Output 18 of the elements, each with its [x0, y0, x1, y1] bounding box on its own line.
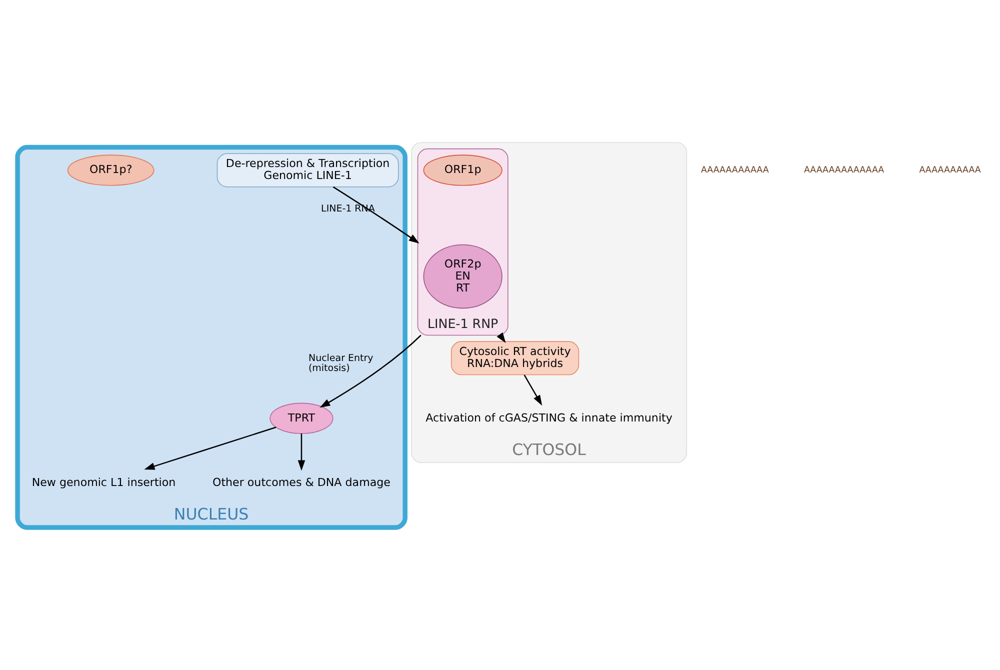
arrow [144, 426, 276, 470]
label: AAAAAAAAAA [919, 165, 981, 176]
node-text: Other outcomes & DNA damage [212, 476, 390, 490]
edge-label: Nuclear Entry (mitosis) [308, 352, 374, 374]
node-ellipse: ORF2p EN RT [423, 244, 502, 309]
node-box: Cytosolic RT activity RNA:DNA hybrids [450, 341, 580, 376]
label: AAAAAAAAAAA [701, 165, 769, 176]
label: AAAAAAAAAAAAA [804, 165, 884, 176]
arrow [298, 434, 306, 471]
node-ellipse: TPRT [270, 402, 334, 434]
node-ellipse: ORF1p [423, 154, 502, 186]
node-text: New genomic L1 insertion [32, 476, 176, 490]
arrow [332, 186, 420, 244]
node-text: Activation of cGAS/STING & innate immunity [426, 411, 672, 424]
node-ellipse: ORF1p? [67, 154, 154, 186]
arrow [320, 334, 422, 408]
node-box: De-repression & Transcription Genomic LINE-1 [216, 153, 399, 188]
arrow [524, 374, 542, 406]
